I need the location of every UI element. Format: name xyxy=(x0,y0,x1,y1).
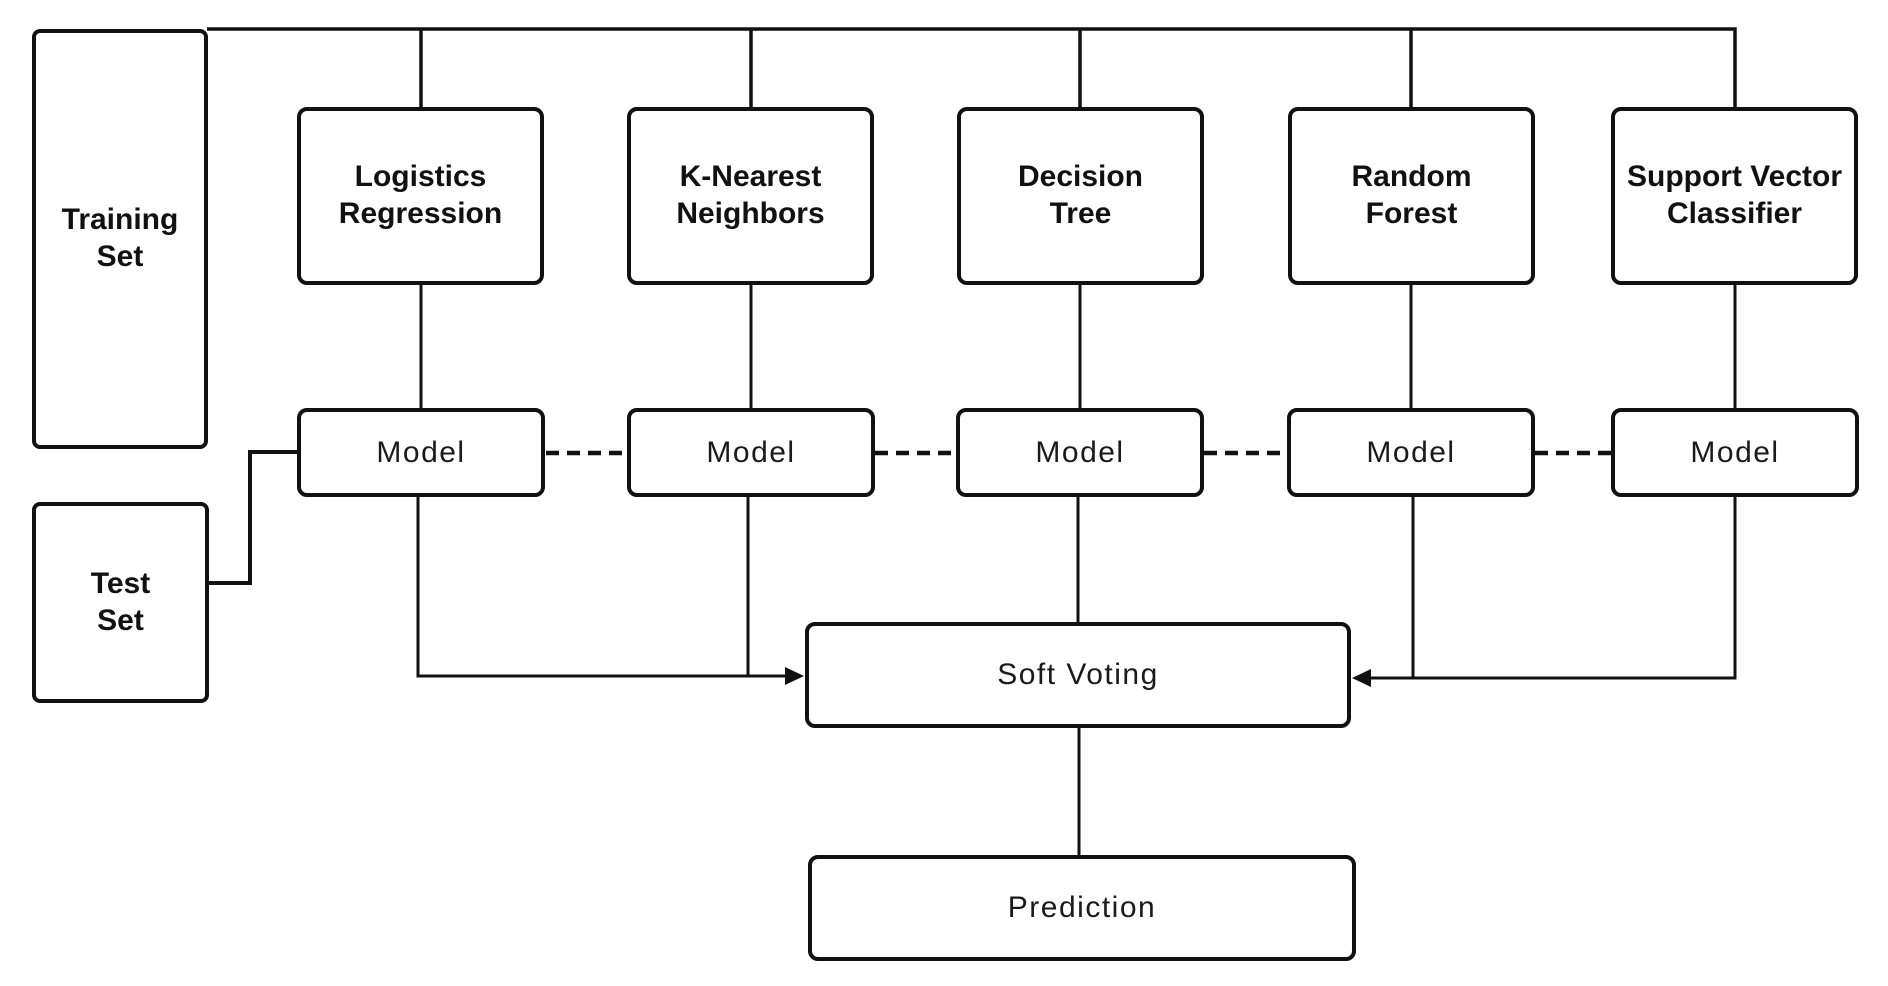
model-label: Model xyxy=(706,435,796,469)
model-box-logistics-regression: Model xyxy=(297,408,545,497)
training-set-box: Training Set xyxy=(32,29,208,449)
prediction-label: Prediction xyxy=(1007,891,1157,924)
test-set-label-line1: Test xyxy=(90,566,151,600)
model-box-decision-tree: Model xyxy=(956,408,1204,497)
soft-voting-box: Soft Voting xyxy=(805,622,1351,728)
classifier-label-line1: Decision xyxy=(1017,160,1144,194)
test-set-box: Test Set xyxy=(32,502,209,703)
classifier-label-line2: Tree xyxy=(1049,197,1112,230)
classifier-box-random-forest: Random Forest xyxy=(1288,107,1535,285)
soft-voting-label: Soft Voting xyxy=(997,658,1159,691)
classifier-box-k-nearest-neighbors: K-Nearest Neighbors xyxy=(627,107,874,285)
arrowhead-left-feed xyxy=(785,667,804,685)
classifier-label-line2: Forest xyxy=(1365,197,1458,230)
classifier-label-line2: Regression xyxy=(338,197,503,230)
training-set-label-line2: Set xyxy=(96,240,144,273)
classifier-box-support-vector-classifier: Support Vector Classifier xyxy=(1611,107,1858,285)
model-5-to-soft-voting xyxy=(1367,497,1737,680)
model-1-to-soft-voting xyxy=(416,497,788,678)
model-box-k-nearest-neighbors: Model xyxy=(627,408,875,497)
classifier-label-line1: Support Vector xyxy=(1626,160,1843,194)
classifier-label-line1: Random xyxy=(1351,160,1472,194)
test-set-connector xyxy=(209,450,297,585)
model-box-support-vector-classifier: Model xyxy=(1611,408,1859,497)
model-label: Model xyxy=(376,435,466,469)
model-label: Model xyxy=(1366,435,1456,469)
classifier-label-line1: K-Nearest xyxy=(679,160,822,194)
arrowhead-right-feed xyxy=(1352,669,1371,687)
classifier-box-logistics-regression: Logistics Regression xyxy=(297,107,544,285)
test-set-label-line2: Set xyxy=(97,603,144,637)
model-label: Model xyxy=(1035,435,1125,469)
classifier-label-line1: Logistics xyxy=(354,160,487,194)
classifier-box-decision-tree: Decision Tree xyxy=(957,107,1204,285)
classifier-label-line2: Neighbors xyxy=(676,197,825,230)
training-distribution-rail xyxy=(207,27,1737,107)
prediction-box: Prediction xyxy=(808,855,1356,961)
classifier-label-line2: Classifier xyxy=(1666,197,1803,230)
model-box-random-forest: Model xyxy=(1287,408,1535,497)
model-label: Model xyxy=(1690,435,1780,469)
training-set-label-line1: Training xyxy=(61,203,179,237)
